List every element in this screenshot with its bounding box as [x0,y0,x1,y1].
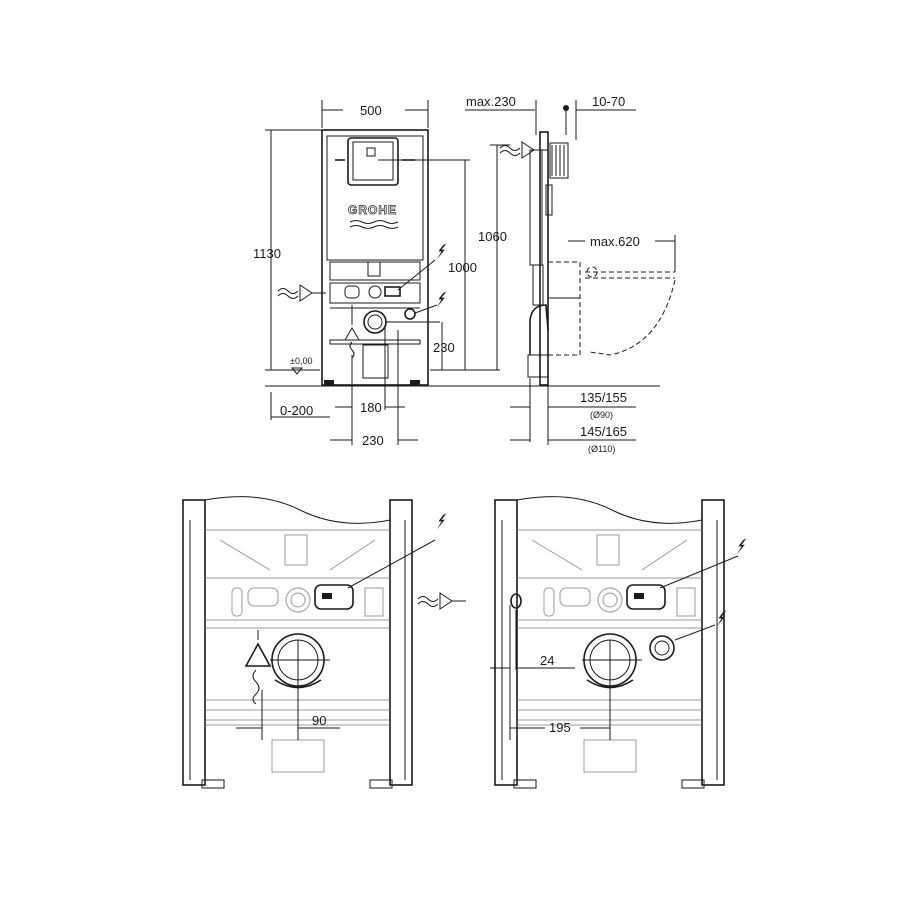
dim-drain-height: 230 [433,340,455,355]
dim-drain-90: 135/155 [580,390,627,405]
dim-bowl-projection: max.620 [590,234,640,249]
front-dimensions: 500 1130 1000 ±0,00 230 0-200 180 230 [253,100,500,448]
electrical-connection-icon [436,291,447,308]
floor-level-label: ±0,00 [290,356,312,366]
dim-total-height: 1130 [253,246,281,261]
dim-flush-height: 1000 [448,260,477,275]
dim-inlet-height: 1060 [478,229,507,244]
dim-drain-110: 145/165 [580,424,627,439]
water-inlet-icon [277,284,327,302]
dim-drain-90-diameter: (Ø90) [590,410,613,420]
dim-offset-90: 90 [312,713,326,728]
dim-inlet-offset-24: 24 [540,653,554,668]
side-view [499,105,676,386]
dim-drain-spacing-inner: 180 [360,400,382,415]
dim-drain-110-diameter: (Ø110) [588,444,615,454]
dim-drain-spacing-outer: 230 [362,433,384,448]
electrical-connection-icon [736,538,747,555]
dim-socket-offset-195: 195 [549,720,571,735]
electrical-connection-icon [436,243,447,260]
dim-width: 500 [360,103,382,118]
dim-wall-offset: 10-70 [592,94,625,109]
detail-right: 24 195 [417,495,747,789]
dim-max-depth: max.230 [466,94,516,109]
electrical-connection-icon [436,513,447,530]
grohe-logo: GROHE [348,203,397,217]
water-inlet-icon [417,592,467,610]
dim-floor-adjust: 0-200 [280,403,313,418]
detail-left: 90 [182,495,447,789]
side-dimensions: max.230 10-70 1060 max.620 135/155 (Ø90)… [465,94,676,454]
front-view: GROHE [277,129,447,386]
electrical-connection-icon [716,610,727,627]
